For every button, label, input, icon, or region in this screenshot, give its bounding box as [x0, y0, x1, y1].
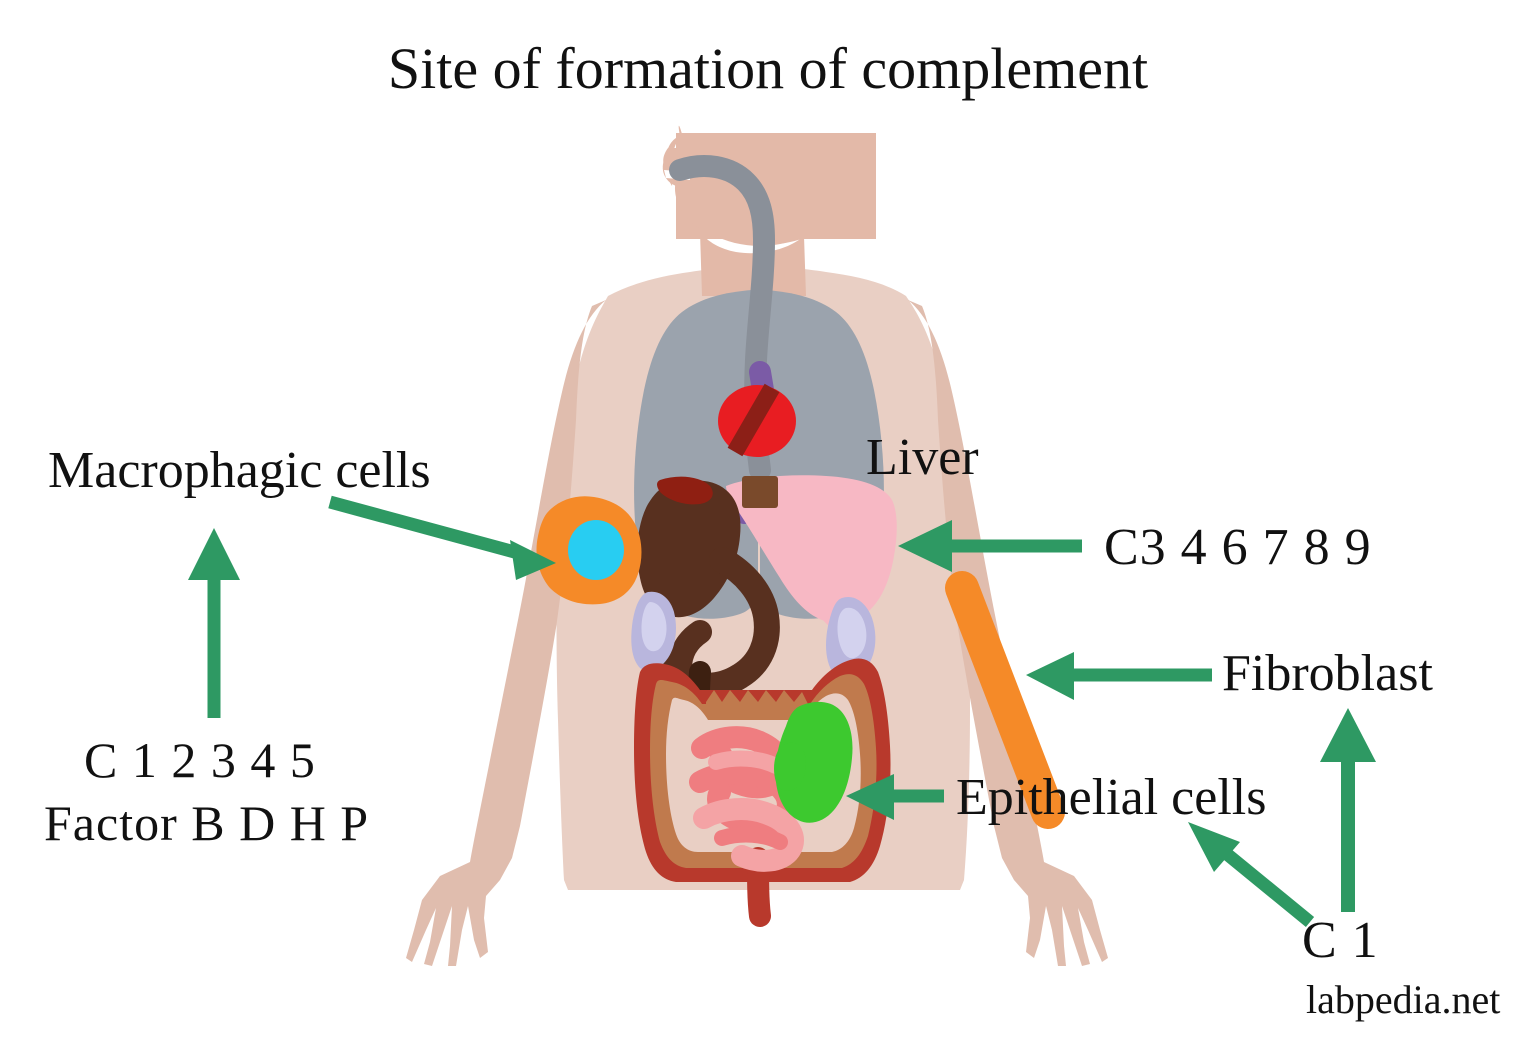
- page-title: Site of formation of complement: [387, 36, 1149, 101]
- heart-organ: [718, 383, 796, 457]
- liver-shape: [726, 475, 897, 623]
- macrophage-nucleus: [568, 520, 624, 580]
- kidney-right-hilum: [837, 607, 867, 659]
- stomach-body: [637, 480, 741, 618]
- macrophage-cell: [536, 496, 642, 605]
- kidneys-organ: [631, 591, 876, 679]
- liver-pointer-arrow: [898, 520, 1082, 572]
- label-macrophagic-cells: Macrophagic cells: [48, 442, 431, 499]
- label-epithelial-cells: Epithelial cells: [956, 769, 1267, 826]
- small-intestine-coil3: [693, 798, 804, 872]
- stomach-cardia: [657, 476, 713, 505]
- heart-vessel: [727, 383, 780, 457]
- kidney-left-hilum: [641, 602, 667, 652]
- left-arm: [406, 300, 606, 966]
- label-factor-list-left: Factor B D H P: [44, 795, 370, 851]
- epithelial-pointer-arrow: [846, 774, 944, 820]
- annotation-arrows: [188, 495, 1376, 928]
- macrophage-products-arrow: [188, 528, 240, 718]
- c1-to-epithelial-arrow: [1188, 822, 1315, 928]
- label-liver: Liver: [866, 429, 979, 486]
- fibroblast-bar: [945, 571, 1065, 829]
- epithelial-tissue: [774, 701, 853, 823]
- right-arm: [908, 300, 1108, 966]
- fibroblast-tissue: [945, 571, 1065, 829]
- small-intestine-coil5: [714, 826, 788, 850]
- small-intestine-organ: [689, 726, 804, 872]
- label-complement-c1: C 1: [1302, 912, 1379, 969]
- colon-haustra: [706, 690, 808, 704]
- epithelial-lobe: [774, 742, 806, 791]
- gallbladder-notch: [742, 476, 778, 508]
- epithelial-shape: [775, 701, 853, 823]
- macrophage-pointer-arrow: [328, 495, 556, 580]
- watermark-labpedia: labpedia.net: [1306, 977, 1501, 1022]
- fibroblast-pointer-arrow: [1026, 652, 1212, 700]
- c1-to-fibroblast-arrow: [1320, 708, 1376, 912]
- small-intestine-coil4: [708, 750, 784, 774]
- label-fibroblast: Fibroblast: [1222, 645, 1433, 702]
- label-complement-list-liver: C3 4 6 7 8 9: [1104, 519, 1372, 576]
- label-complement-list-left: C 1 2 3 4 5: [84, 732, 316, 788]
